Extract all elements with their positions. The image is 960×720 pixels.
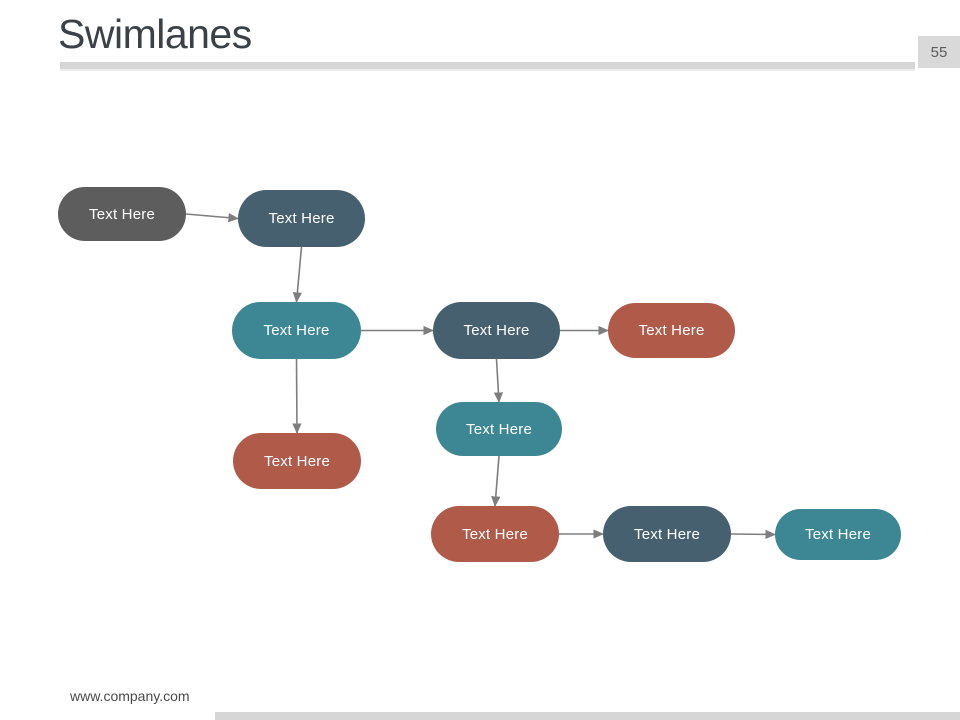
connector-n9-to-n10: [730, 529, 776, 540]
connector-n7-to-n8: [491, 455, 501, 507]
flow-node-n5[interactable]: Text Here: [608, 303, 735, 358]
header-divider-shadow: [60, 69, 915, 71]
flow-node-n4[interactable]: Text Here: [433, 302, 560, 359]
flow-node-label: Text Here: [264, 452, 330, 470]
page-title: Swimlanes: [58, 11, 252, 57]
flow-node-label: Text Here: [89, 205, 155, 223]
flow-node-label: Text Here: [638, 322, 705, 339]
flow-node-label: Text Here: [466, 420, 532, 438]
flow-node-n1[interactable]: Text Here: [58, 187, 186, 241]
page-number-badge: 55: [918, 36, 960, 68]
connector-n2-to-n3: [292, 246, 303, 303]
flow-node-label: Text Here: [463, 322, 530, 339]
flow-node-label: Text Here: [462, 525, 528, 543]
footer-website-url: www.company.com: [70, 688, 190, 704]
flow-node-label: Text Here: [268, 210, 335, 227]
flow-node-n6[interactable]: Text Here: [233, 433, 361, 489]
connector-n4-to-n7: [493, 358, 504, 403]
connector-n3-to-n6: [292, 358, 302, 434]
flow-node-n10[interactable]: Text Here: [775, 509, 901, 560]
flow-node-label: Text Here: [805, 526, 871, 543]
flow-node-n9[interactable]: Text Here: [603, 506, 731, 562]
footer-divider: [215, 712, 960, 720]
flow-node-n7[interactable]: Text Here: [436, 402, 562, 456]
flow-node-n3[interactable]: Text Here: [232, 302, 361, 359]
flow-node-label: Text Here: [634, 525, 700, 543]
flow-node-n2[interactable]: Text Here: [238, 190, 365, 247]
header-divider: [60, 62, 915, 69]
connector-n1-to-n2: [185, 213, 239, 223]
flow-node-label: Text Here: [263, 322, 330, 339]
flow-node-n8[interactable]: Text Here: [431, 506, 559, 562]
